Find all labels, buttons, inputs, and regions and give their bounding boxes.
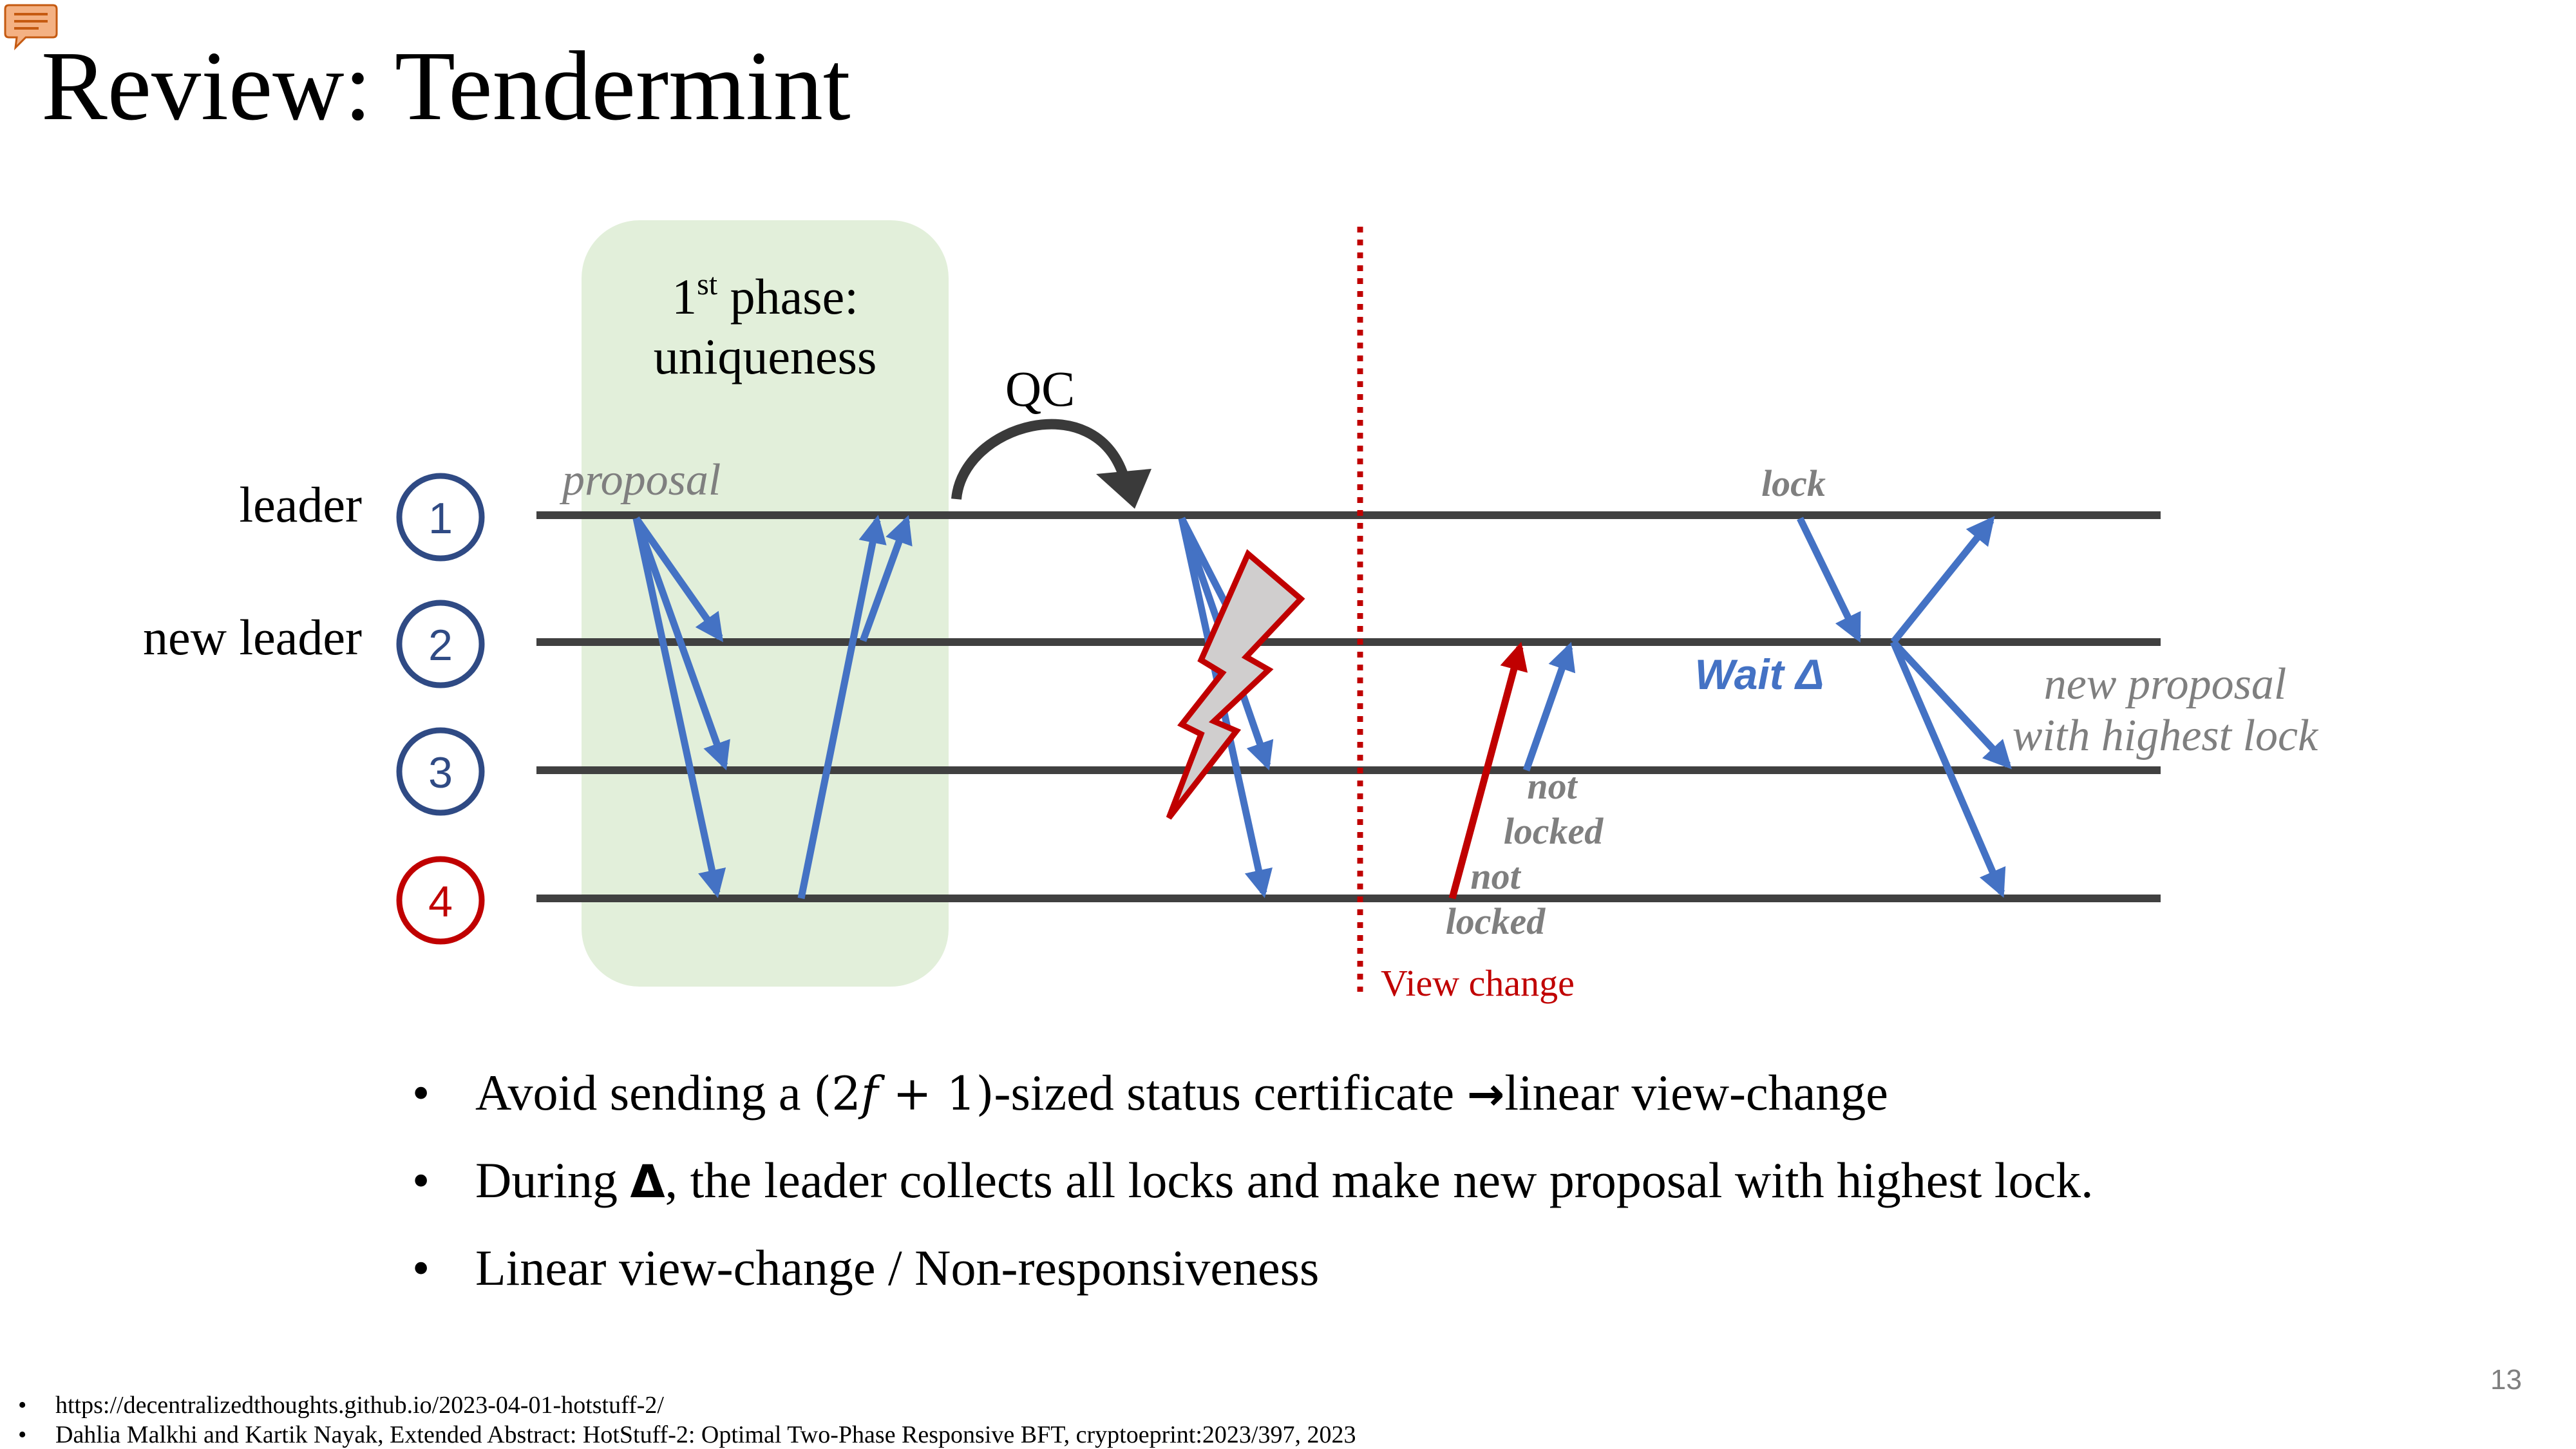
new-proposal-arrow-to-3 [1890, 639, 2012, 770]
bullet-1-math: (2𝑓 + 1) [813, 1066, 994, 1121]
bullet-3-text: Linear view-change / Non-responsiveness [475, 1240, 1320, 1296]
node-2-circle: 2 [396, 600, 485, 688]
qc-arc-arrow [951, 419, 1129, 500]
proposal-arrow-to-3 [632, 517, 730, 771]
svg-text:1: 1 [428, 494, 453, 543]
lock-status-arrow-from-1 [1797, 516, 1861, 643]
phase-box-title: 1st phase: [672, 267, 858, 325]
node-2-role-label: new leader [143, 609, 362, 665]
vote-arrow-from-2 [859, 515, 913, 642]
bullet-1-text-middle: -sized status certificate [994, 1065, 1467, 1121]
lock-label: lock [1761, 462, 1826, 504]
qc-label: QC [1005, 361, 1075, 417]
new-proposal-arrow-to-4 [1889, 640, 2006, 898]
proposal-arrow-to-4 [632, 517, 726, 898]
node-3-circle: 3 [396, 727, 485, 816]
new-proposal-arrow-to-1 [1890, 516, 1995, 645]
proposal-label: proposal [559, 455, 721, 505]
new-proposal-label-line1: new proposal [2044, 659, 2287, 709]
proposal-arrow-to-2 [633, 516, 724, 643]
reference-citation: Dahlia Malkhi and Kartik Nayak, Extended… [55, 1421, 1356, 1448]
bullet-2-delta: Δ [630, 1155, 665, 1208]
node-1-role-label: leader [239, 477, 362, 533]
wait-delta-label: Wait Δ [1695, 650, 1824, 698]
view-change-label: View change [1381, 962, 1575, 1004]
bullet-2-text-start: During [475, 1152, 630, 1208]
bullet-1-text-start: Avoid sending a [475, 1065, 813, 1121]
slide-title: Review: Tendermint [41, 32, 851, 141]
not-locked-node-3-line2: locked [1504, 810, 1604, 852]
not-locked-node-3-line1: not [1527, 765, 1578, 807]
not-locked-node-4-line2: locked [1446, 900, 1546, 942]
tendermint-diagram: 1st phase: uniqueness leader new leader … [143, 220, 2319, 1004]
bullet-1-text-end: linear view-change [1504, 1065, 1888, 1121]
phase-box [582, 220, 949, 987]
svg-text:3: 3 [428, 748, 453, 797]
status-arrow-from-3 [1522, 641, 1576, 772]
bullet-1-arrow: → [1466, 1068, 1505, 1121]
status-arrow-from-4 [1448, 641, 1528, 900]
svg-text:4: 4 [428, 877, 453, 926]
vote-arrow-from-4 [797, 515, 887, 900]
page-number: 13 [2490, 1364, 2522, 1396]
lightning-bolt-icon [1166, 549, 1305, 820]
node-1-circle: 1 [396, 473, 485, 562]
svg-text:2: 2 [428, 621, 453, 670]
comment-icon[interactable] [4, 1, 58, 53]
not-locked-node-4-line1: not [1470, 855, 1521, 897]
phase-box-subtitle: uniqueness [654, 328, 877, 384]
node-4-circle: 4 [396, 856, 485, 945]
bullet-2-text-end: , the leader collects all locks and make… [665, 1152, 2094, 1208]
qc-arrowhead [1096, 469, 1151, 509]
new-proposal-label-line2: with highest lock [2012, 711, 2319, 761]
reference-link[interactable]: https://decentralizedthoughts.github.io/… [55, 1392, 664, 1419]
